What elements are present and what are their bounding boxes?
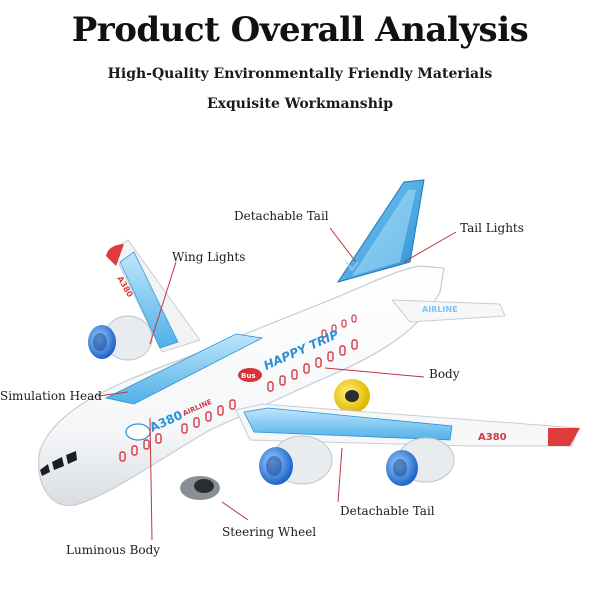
- callout-lines: [97, 227, 457, 541]
- stabilizer-decal: AIRLINE: [422, 305, 458, 314]
- logo-decal: Bus: [241, 372, 256, 380]
- horizontal-stabilizer: AIRLINE: [390, 299, 506, 323]
- callout-simulation-head: Simulation Head: [0, 389, 102, 403]
- subtitle-materials: High-Quality Environmentally Friendly Ma…: [107, 66, 493, 82]
- body-logo: Bus: [125, 368, 262, 441]
- front-gear: [180, 476, 220, 500]
- upper-window-strip: [104, 333, 264, 405]
- tail-fin: [336, 179, 425, 283]
- passenger-windows: [119, 339, 358, 462]
- callout-tail-lights: Tail Lights: [460, 221, 524, 235]
- callout-wing-lights: Wing Lights: [172, 250, 246, 264]
- cockpit-windows: [40, 451, 77, 476]
- callout-detachable-tail-bottom: Detachable Tail: [340, 504, 435, 518]
- left-wingtip-red: [106, 244, 124, 266]
- upper-passenger-windows: [321, 314, 357, 338]
- outer-right-engine: [386, 437, 455, 486]
- right-wing-decal: A380: [478, 432, 507, 443]
- subtitle-workmanship: Exquisite Workmanship: [207, 96, 393, 112]
- callout-steering-wheel: Steering Wheel: [222, 525, 317, 539]
- callout-detachable-tail-top: Detachable Tail: [234, 209, 329, 223]
- callout-body: Body: [429, 367, 460, 381]
- callout-luminous-body: Luminous Body: [66, 543, 161, 557]
- fuselage: [38, 265, 445, 507]
- right-wingtip-red: [548, 428, 580, 446]
- inner-right-engine: [259, 435, 333, 485]
- rear-wheel: [334, 379, 370, 413]
- page-title: Product Overall Analysis: [71, 10, 529, 50]
- right-wing: A380: [235, 403, 580, 447]
- left-engine: [88, 315, 153, 361]
